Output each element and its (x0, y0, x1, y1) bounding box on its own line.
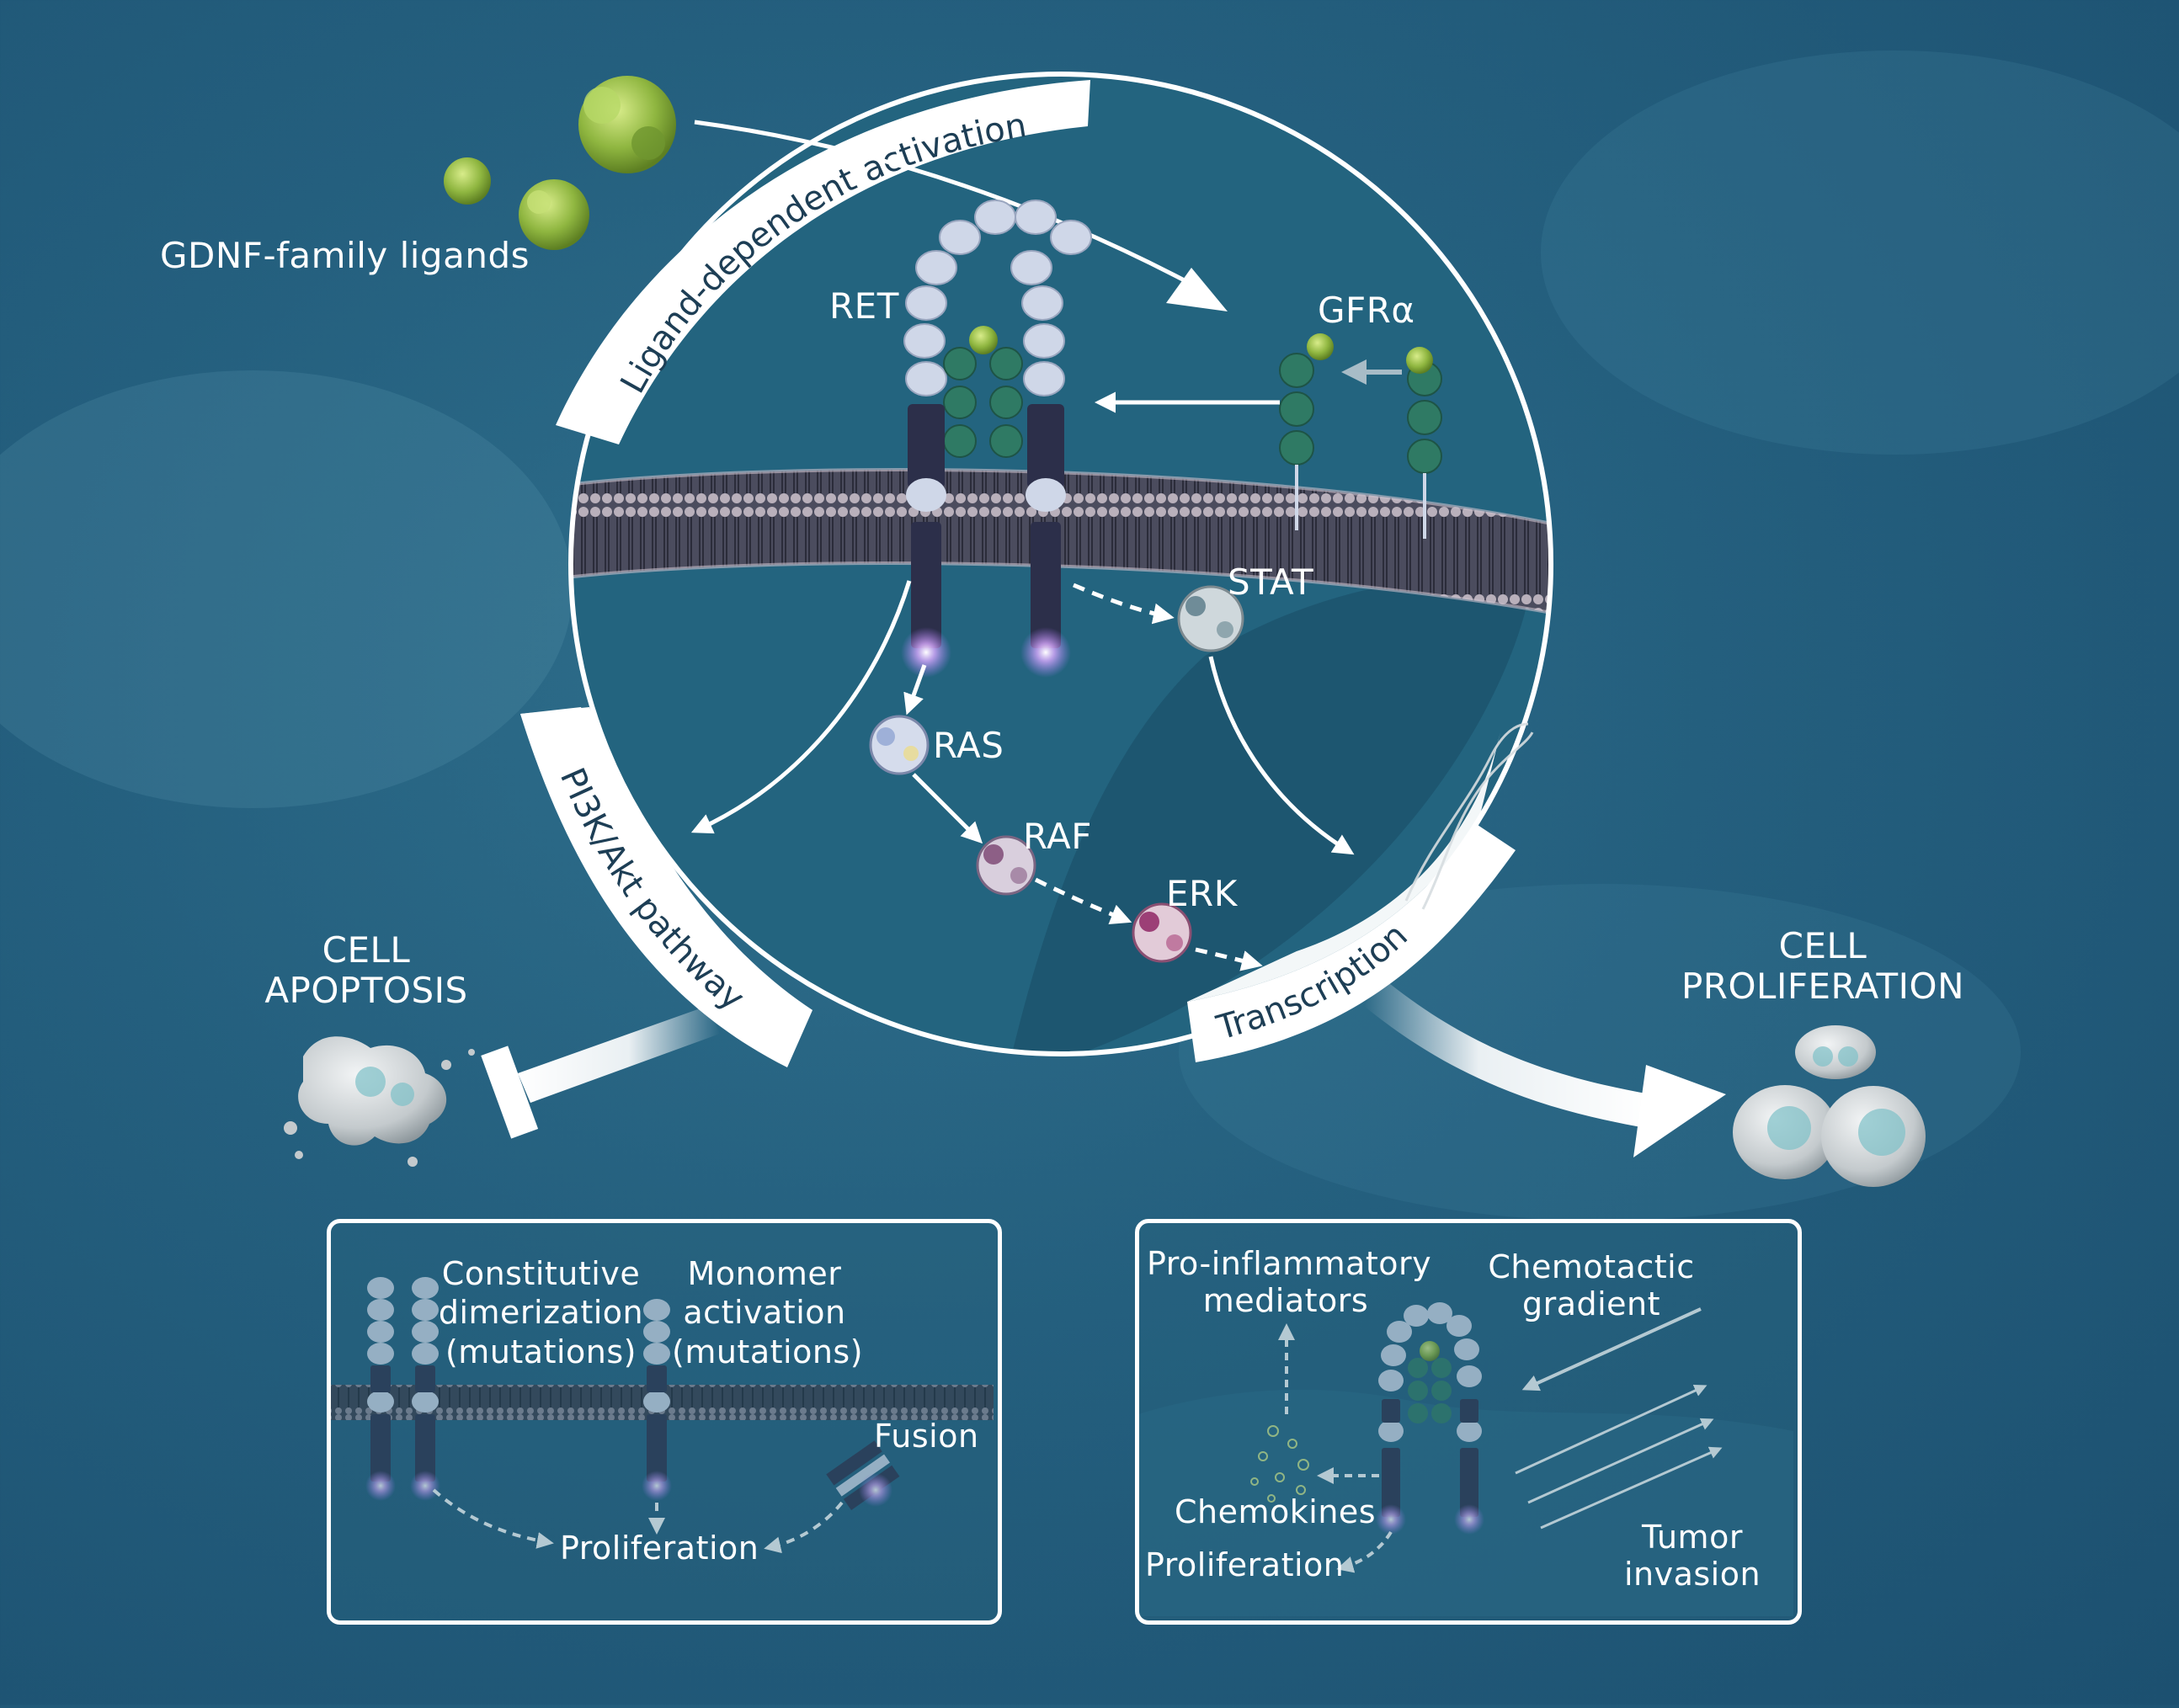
gfra-label: GFRα (1318, 290, 1415, 331)
gfra-receptor-free (1406, 347, 1442, 539)
monomer-line3: (mutations) (672, 1333, 864, 1370)
left-proliferation-label: Proliferation (560, 1530, 759, 1567)
left-panel-graphics (330, 1277, 994, 1554)
constitutive-dimerization-label: Constitutive dimerization (mutations) (438, 1254, 644, 1371)
right-panel-graphics (1138, 1302, 1793, 1616)
ret-label: RET (829, 285, 899, 327)
stat-label: STAT (1228, 561, 1314, 603)
apoptosis-line2: APOPTOSIS (264, 970, 468, 1012)
erk-to-transcription-arrow (1195, 947, 1263, 971)
proliferation-line1: CELL (1778, 925, 1867, 966)
constitutive-line1: Constitutive (441, 1255, 641, 1292)
ligand-medium (519, 179, 589, 250)
ligand-to-gfra-arrow (694, 120, 1197, 289)
constitutive-line2: dimerization (438, 1294, 644, 1332)
raf-to-erk-arrow (1034, 877, 1132, 925)
proinflammatory-line1: Pro-inflammatory (1147, 1245, 1432, 1282)
ras-to-raf-arrow (912, 773, 983, 844)
raf-protein (976, 835, 1036, 896)
dna-helix-icon (1404, 722, 1534, 910)
proliferation-title: CELL PROLIFERATION (1671, 925, 1974, 1008)
monomer-activation-label: Monomer activation (mutations) (672, 1254, 864, 1371)
gfra-receptor-bound (1279, 333, 1334, 530)
erk-protein (1132, 902, 1192, 963)
stat-to-nucleus-arrow (1208, 656, 1355, 855)
ras-label: RAS (933, 725, 1004, 766)
ret-to-ras-arrow (903, 664, 927, 716)
erk-label: ERK (1166, 873, 1238, 914)
apoptosis-title: CELL APOPTOSIS (253, 929, 480, 1012)
ligands-label: GDNF-family ligands (160, 235, 530, 276)
proinflammatory-line2: mediators (1202, 1281, 1369, 1319)
ret-receptor-dimer (901, 200, 1092, 678)
raf-label: RAF (1023, 816, 1092, 857)
ligand-arrow-head (1166, 268, 1228, 311)
stat-protein (1177, 585, 1244, 652)
chemotactic-line2: gradient (1521, 1285, 1661, 1322)
proliferation-arrow (1364, 976, 1726, 1157)
ligand-small (444, 157, 491, 205)
right-panel-box (1135, 1219, 1802, 1625)
ligand-large (578, 76, 676, 173)
chemokines-label: Chemokines (1175, 1493, 1377, 1530)
tumor-line2: invasion (1623, 1555, 1761, 1593)
monomer-line1: Monomer (687, 1255, 842, 1292)
tumor-invasion-label: Tumor invasion (1608, 1519, 1777, 1593)
tumor-line1: Tumor (1642, 1519, 1743, 1556)
chemotactic-line1: Chemotactic (1488, 1248, 1695, 1285)
ret-to-pi3k-arrow (690, 580, 912, 834)
left-panel-box (327, 1219, 1002, 1625)
monomer-line2: activation (683, 1294, 846, 1332)
right-proliferation-label: Proliferation (1145, 1546, 1345, 1583)
apoptotic-cell-icon (284, 1036, 475, 1167)
apoptosis-line1: CELL (322, 929, 411, 971)
constitutive-line3: (mutations) (445, 1333, 637, 1370)
proliferating-cells-icon (1733, 1025, 1926, 1187)
ret-to-stat-arrow (1073, 583, 1175, 625)
chemotactic-label: Chemotactic gradient (1482, 1248, 1701, 1322)
proinflammatory-label: Pro-inflammatory mediators (1147, 1245, 1432, 1319)
ras-protein (869, 715, 930, 775)
fusion-label: Fusion (874, 1418, 979, 1455)
inhibition-arrow (481, 1006, 720, 1139)
proliferation-line2: PROLIFERATION (1681, 966, 1965, 1008)
